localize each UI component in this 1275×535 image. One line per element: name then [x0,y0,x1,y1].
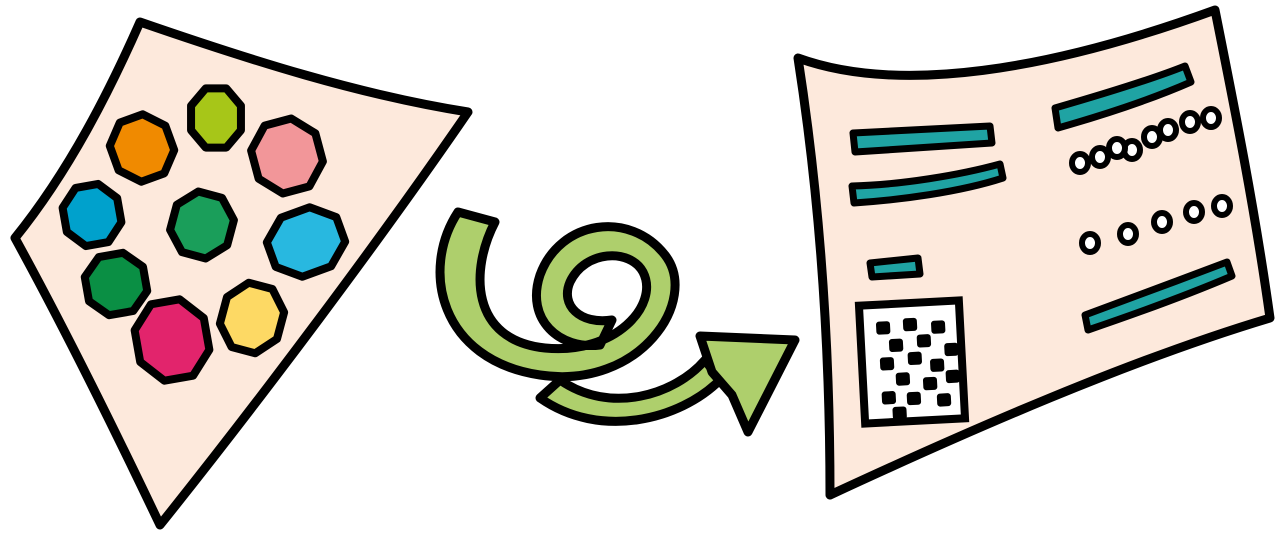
character-mark [1092,148,1108,166]
character-mark [1186,203,1202,221]
character-mark [1082,234,1098,252]
qr-module [923,377,938,391]
qr-module [907,392,922,406]
qr-module [931,320,946,334]
character-mark [1160,121,1176,139]
qr-module [907,351,922,365]
qr-module [896,372,911,386]
qr-module [944,343,959,357]
color-swatch-dark-green [82,250,150,318]
qr-module [889,338,904,352]
swirl-arrow-icon [440,212,795,432]
character-mark [1154,213,1170,231]
palette-sheet [15,22,468,525]
qr-module [903,318,918,332]
bar-line [870,258,920,277]
document-sheet [798,10,1270,495]
character-mark [1182,113,1198,131]
qr-module [880,357,895,371]
character-mark [1072,154,1088,172]
qr-module [937,393,952,407]
qr-code-icon [859,300,965,423]
qr-module [882,391,897,405]
color-swatch-lime [191,88,241,147]
character-mark [1120,225,1136,243]
qr-module [930,358,945,372]
qr-module [917,334,932,348]
qr-module [876,321,891,335]
qr-module [945,370,960,384]
qr-module [892,406,907,420]
character-mark [1214,197,1230,215]
character-mark [1109,139,1125,157]
character-mark [1203,109,1219,127]
swirl-loop [440,212,675,377]
